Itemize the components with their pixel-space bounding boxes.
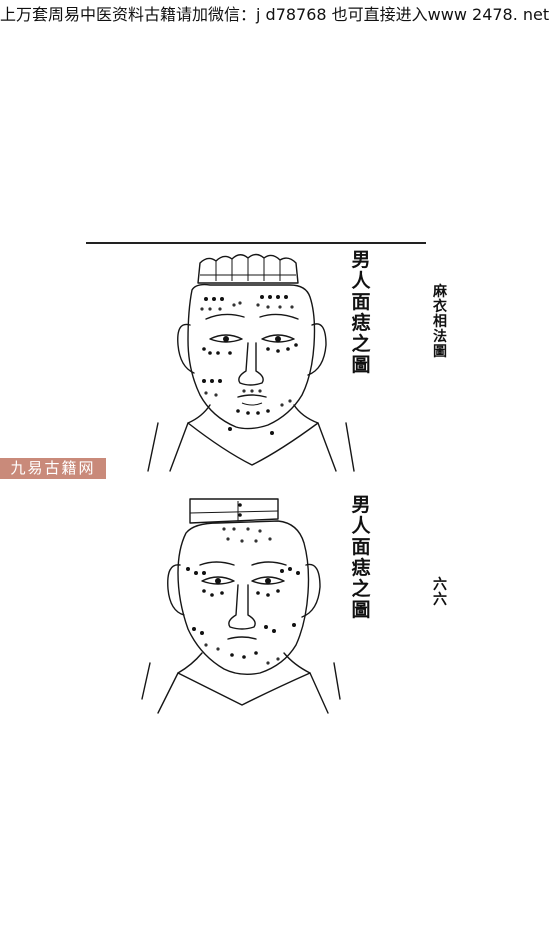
figure-1-mole-dots bbox=[200, 295, 298, 435]
figure-2-face-illustration bbox=[141, 498, 341, 714]
figure-1-caption: 男人面痣之圖 bbox=[351, 249, 371, 376]
site-watermark: 九易古籍网 bbox=[0, 458, 106, 479]
page-top-rule bbox=[86, 242, 426, 244]
figure-1-face-illustration bbox=[147, 253, 355, 472]
site-banner-text: 上万套周易中医资料古籍请加微信：j d78768 也可直接进入www 2478.… bbox=[0, 5, 549, 24]
book-side-title: 麻衣相法圖 bbox=[433, 284, 447, 360]
figure-2-mole-dots bbox=[186, 503, 300, 665]
figure-2-caption: 男人面痣之圖 bbox=[351, 494, 371, 621]
page-number: 六六 bbox=[433, 577, 447, 608]
